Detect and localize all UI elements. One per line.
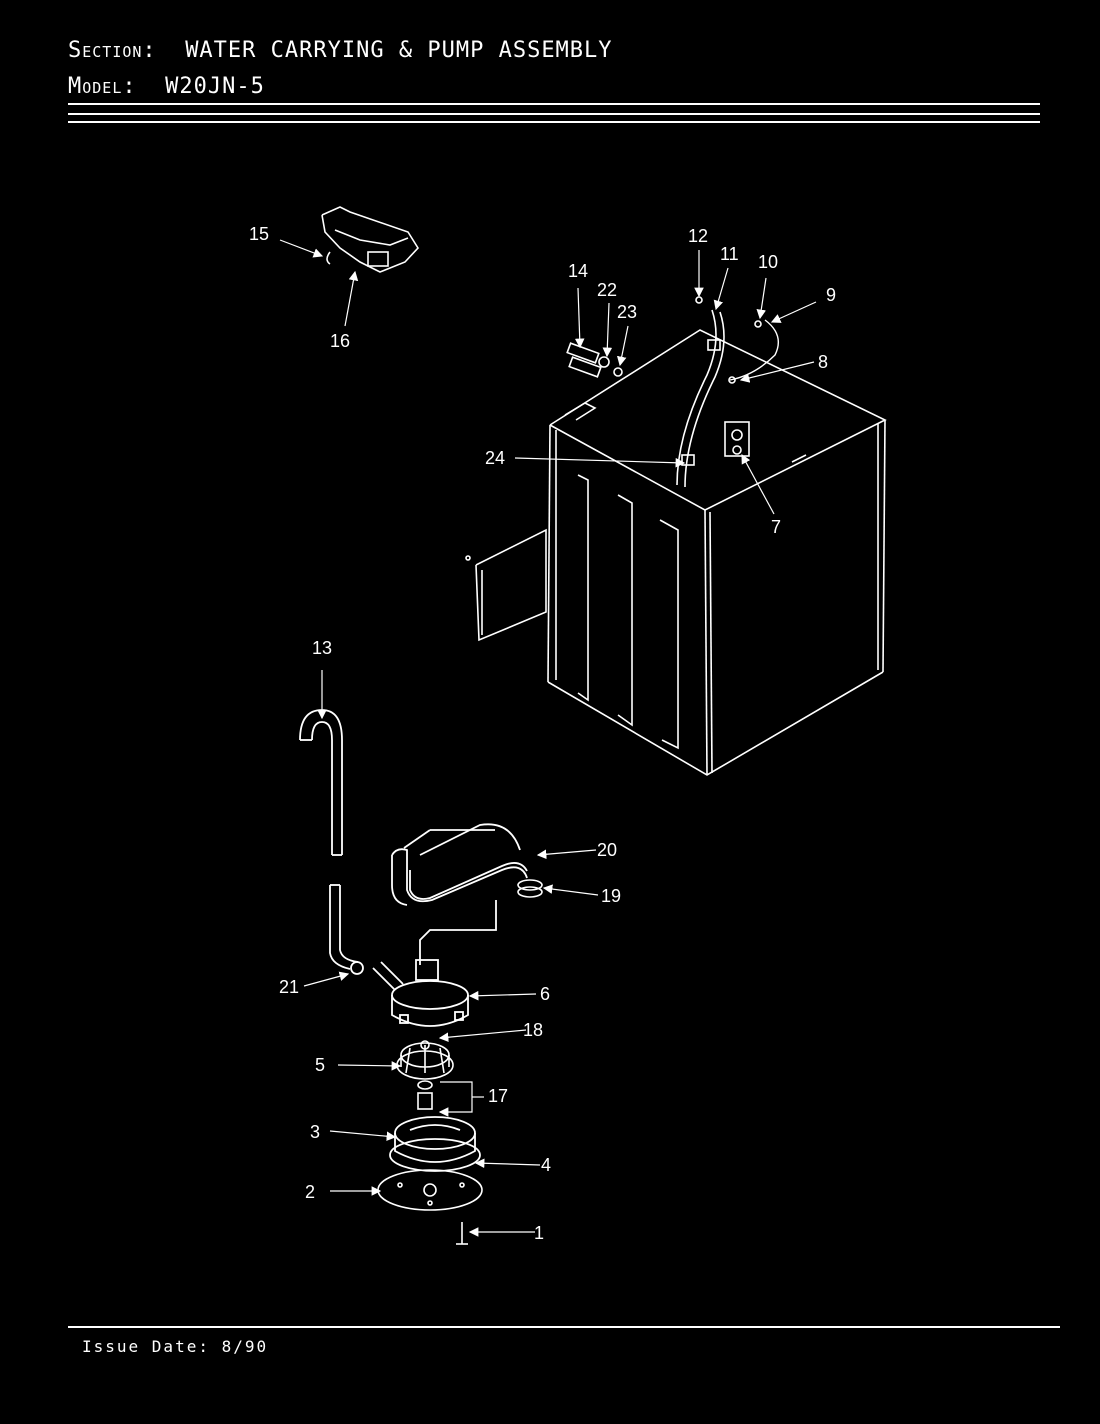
section-row: Section: WATER CARRYING & PUMP ASSEMBLY bbox=[68, 38, 613, 63]
seal-parts-17 bbox=[417, 1080, 433, 1110]
callout-6: 6 bbox=[540, 984, 550, 1004]
pump-hose-20 bbox=[391, 823, 528, 965]
callout-8: 8 bbox=[818, 352, 828, 372]
header-rule-top bbox=[68, 103, 1040, 105]
callout-3: 3 bbox=[310, 1122, 320, 1142]
callout-1: 1 bbox=[534, 1223, 544, 1243]
callout-5: 5 bbox=[315, 1055, 325, 1075]
header-rule-middle bbox=[68, 113, 1040, 115]
callout-17: 17 bbox=[488, 1086, 508, 1106]
pump-housing-3-4 bbox=[389, 1116, 481, 1172]
callout-16: 16 bbox=[330, 331, 350, 351]
drain-hose-13 bbox=[299, 709, 359, 970]
screw-1 bbox=[456, 1222, 468, 1245]
callout-23: 23 bbox=[617, 302, 637, 322]
callout-19: 19 bbox=[601, 886, 621, 906]
leader-lines bbox=[279, 239, 817, 1237]
section-key: Section: bbox=[68, 38, 157, 63]
water-valve-7 bbox=[724, 421, 750, 457]
washer-cabinet bbox=[547, 329, 887, 776]
bracket-part-16 bbox=[321, 206, 420, 273]
callout-12: 12 bbox=[688, 226, 708, 246]
header-rule-bottom bbox=[68, 121, 1040, 123]
impeller-5 bbox=[396, 1040, 454, 1080]
wire-harness-9 bbox=[729, 319, 779, 381]
callout-2: 2 bbox=[305, 1182, 315, 1202]
model-row: Model: W20JN-5 bbox=[68, 74, 265, 99]
callout-20: 20 bbox=[597, 840, 617, 860]
callout-9: 9 bbox=[826, 285, 836, 305]
gasket-2 bbox=[377, 1169, 483, 1211]
callout-15: 15 bbox=[249, 224, 269, 244]
internal-hose-11 bbox=[676, 309, 725, 488]
callout-18: 18 bbox=[523, 1020, 543, 1040]
callout-7: 7 bbox=[771, 517, 781, 537]
callout-13: 13 bbox=[312, 638, 332, 658]
model-number: W20JN-5 bbox=[165, 74, 265, 99]
footer-rule bbox=[68, 1326, 1060, 1328]
callout-4: 4 bbox=[541, 1155, 551, 1175]
callout-14: 14 bbox=[568, 261, 588, 281]
pump-body-6 bbox=[350, 959, 469, 1027]
issue-date: Issue Date: 8/90 bbox=[82, 1337, 269, 1356]
callout-labels: 1 2 3 4 5 6 7 8 9 10 11 12 13 14 15 16 1… bbox=[249, 224, 836, 1243]
rear-access-panel bbox=[465, 528, 547, 642]
section-title: WATER CARRYING & PUMP ASSEMBLY bbox=[185, 38, 613, 63]
callout-21: 21 bbox=[279, 977, 299, 997]
model-key: Model: bbox=[68, 74, 137, 99]
hose-clamp-19 bbox=[517, 879, 543, 898]
callout-22: 22 bbox=[597, 280, 617, 300]
callout-10: 10 bbox=[758, 252, 778, 272]
callout-24: 24 bbox=[485, 448, 505, 468]
callout-11: 11 bbox=[720, 244, 739, 264]
inlet-fittings bbox=[566, 296, 762, 466]
